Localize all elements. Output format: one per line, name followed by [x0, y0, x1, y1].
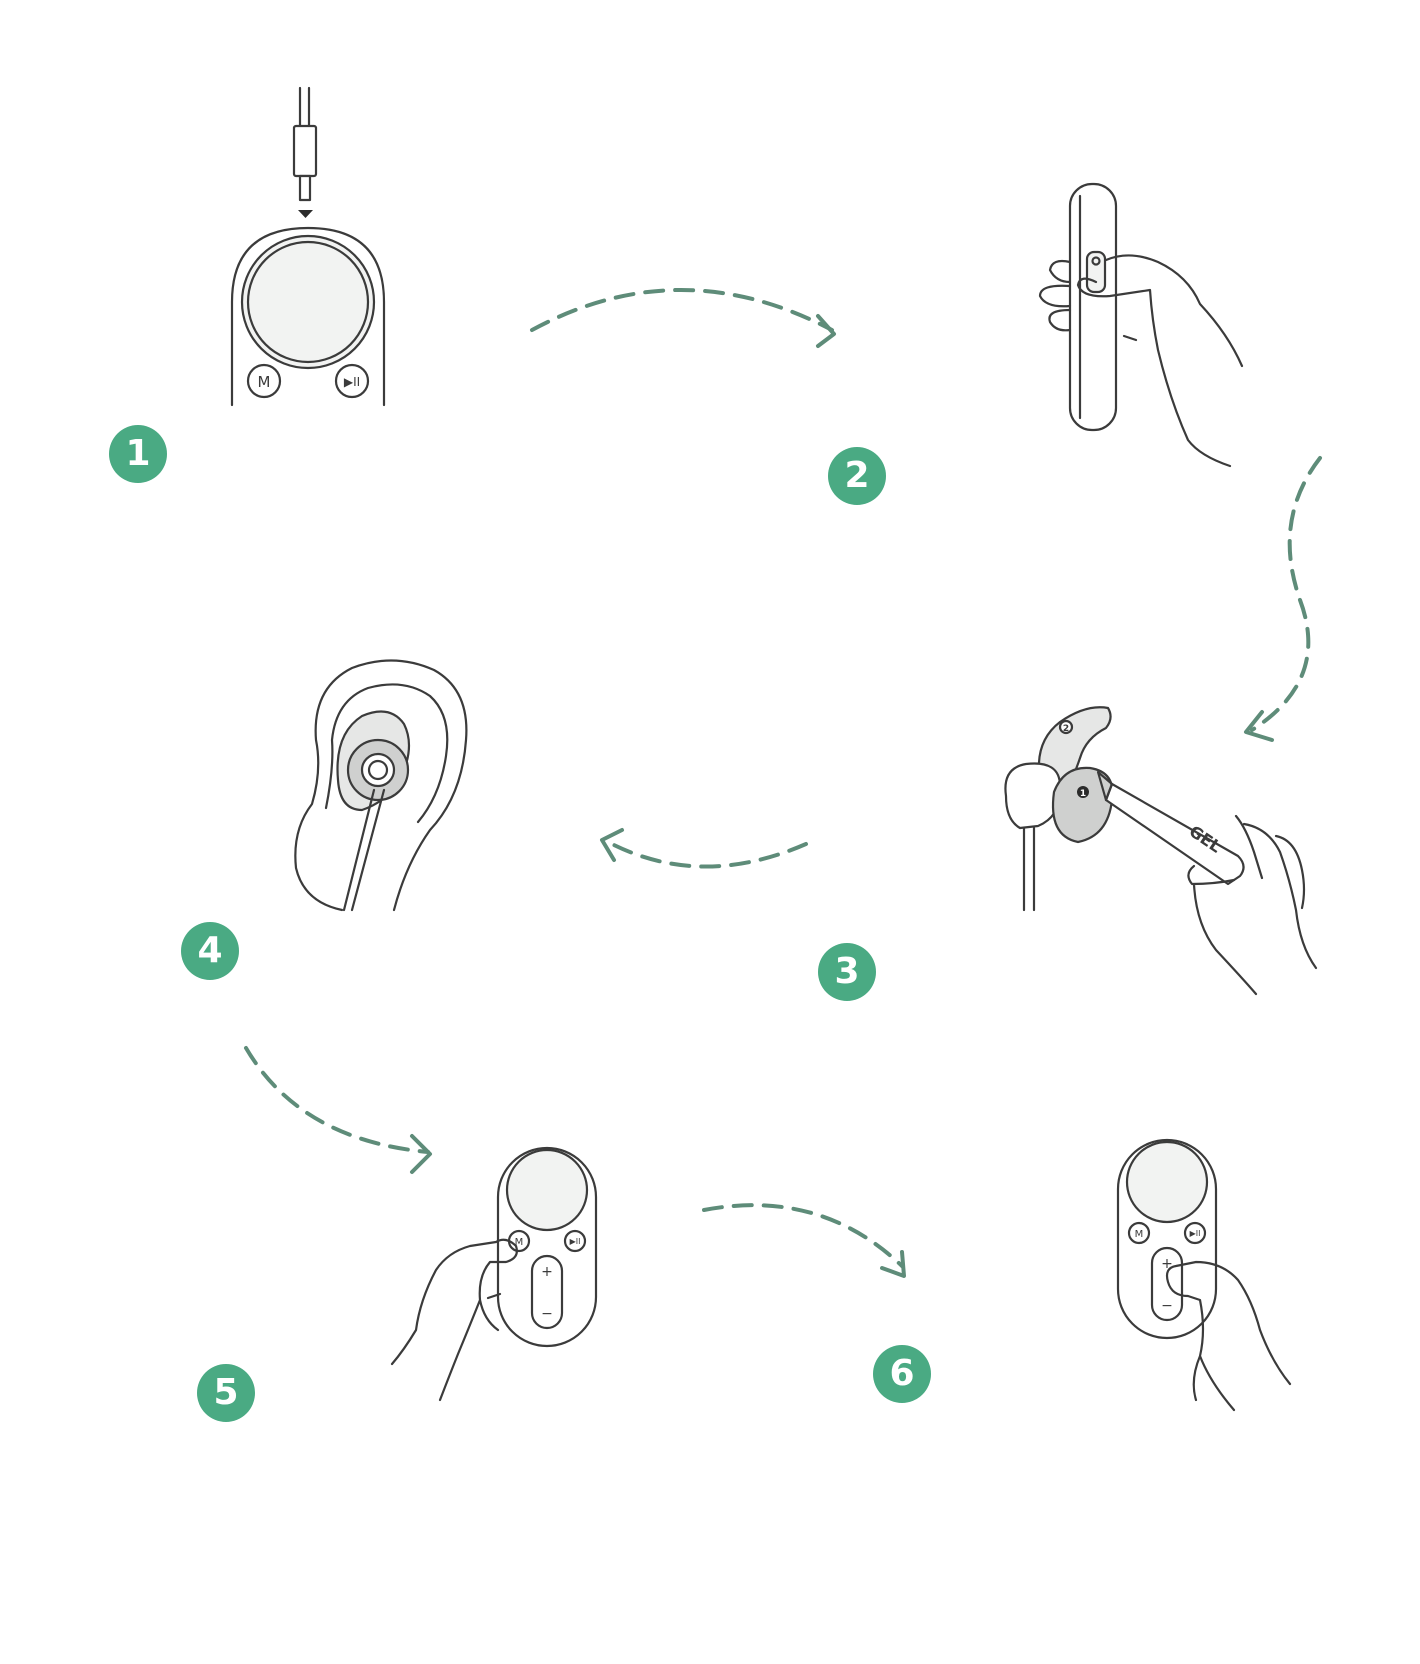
tip-marker-label: 1 — [1080, 789, 1086, 799]
arrow-step4-to-step5-head — [410, 1134, 432, 1174]
earbud-in-ear-cable — [342, 788, 386, 912]
step-6-badge: 6 — [873, 1345, 931, 1403]
earbud-tip — [1052, 766, 1114, 844]
insert-arrow-icon — [298, 210, 313, 218]
case-play-button — [334, 363, 370, 399]
earbud-body — [1004, 762, 1062, 830]
case-display — [240, 234, 376, 370]
remote-6-mode-button — [1127, 1221, 1151, 1245]
illustration-step-6: M ▶II + − — [1116, 1138, 1292, 1412]
remote-6-display — [1125, 1140, 1209, 1224]
cable-plug — [292, 124, 318, 178]
remote-6-mode-label: M — [1135, 1229, 1144, 1240]
arrow-step5-to-step6 — [702, 1203, 904, 1268]
remote-6-plus-label: + — [1161, 1256, 1173, 1272]
case-display-inner — [246, 240, 370, 364]
arrow-step2-to-step3 — [1250, 456, 1322, 732]
remote-5-play-button — [563, 1229, 587, 1253]
remote-5-play-label: ▶II — [570, 1237, 581, 1246]
arrow-step1-to-step2-head — [816, 314, 836, 348]
wing-marker-label: 2 — [1063, 724, 1069, 734]
hand-holding-gel — [1187, 814, 1318, 996]
remote-5-mode-label: M — [515, 1237, 524, 1248]
device-side-body — [1068, 182, 1118, 432]
hand-left-fingers — [1038, 259, 1072, 332]
earbud-wing — [1037, 706, 1112, 788]
arrow-step5-to-step6-head — [880, 1250, 906, 1278]
step-3-badge: 3 — [818, 943, 876, 1001]
illustration-step-5: M ▶II + − — [390, 1146, 598, 1402]
gel-tube — [1104, 782, 1245, 886]
hand-pressing-mode — [390, 1238, 518, 1402]
remote-5-minus-label: − — [541, 1306, 553, 1322]
arrow-step3-to-step4 — [606, 840, 808, 869]
illustration-step-4 — [294, 659, 468, 912]
illustration-step-3: 2 1 GEL — [1004, 706, 1318, 996]
remote-5-volume-rocker — [530, 1254, 564, 1330]
case-mode-label: M — [258, 373, 271, 391]
flow-arrows — [244, 288, 1322, 1278]
remote-5-plus-label: + — [541, 1264, 553, 1280]
case-play-label: ▶II — [344, 375, 360, 389]
arrow-step4-to-step5 — [244, 1046, 430, 1154]
cable-wire — [298, 86, 311, 128]
cable-tip — [298, 174, 312, 202]
step-2-badge: 2 — [828, 447, 886, 505]
earbud-in-ear-center — [367, 759, 389, 781]
ear-helix — [324, 683, 449, 824]
case-mode-button — [246, 363, 282, 399]
power-button — [1085, 250, 1107, 294]
remote-6-minus-label: − — [1161, 1298, 1173, 1314]
step-5-badge: 5 — [197, 1364, 255, 1422]
illustration-step-2 — [1038, 182, 1244, 468]
arrow-step2-to-step3-head — [1244, 710, 1274, 742]
remote-6-play-button — [1183, 1221, 1207, 1245]
hand-pressing-volume — [1165, 1260, 1292, 1412]
arrow-step1-to-step2 — [530, 288, 834, 332]
illustration-step-1: M ▶II — [230, 86, 386, 407]
arrow-step3-to-step4-head — [600, 828, 624, 862]
step-1-badge: 1 — [109, 425, 167, 483]
step-4-badge: 4 — [181, 922, 239, 980]
gel-tube-nozzle — [1096, 770, 1114, 802]
earbud-in-ear-ring — [360, 752, 396, 788]
hand-right-holding — [1076, 254, 1244, 468]
remote-5-display — [505, 1148, 589, 1232]
wing-marker — [1058, 719, 1074, 735]
earbud-cable — [1022, 826, 1036, 912]
remote-6-play-label: ▶II — [1190, 1229, 1201, 1238]
power-icon — [1091, 256, 1101, 266]
tip-marker — [1077, 786, 1089, 798]
